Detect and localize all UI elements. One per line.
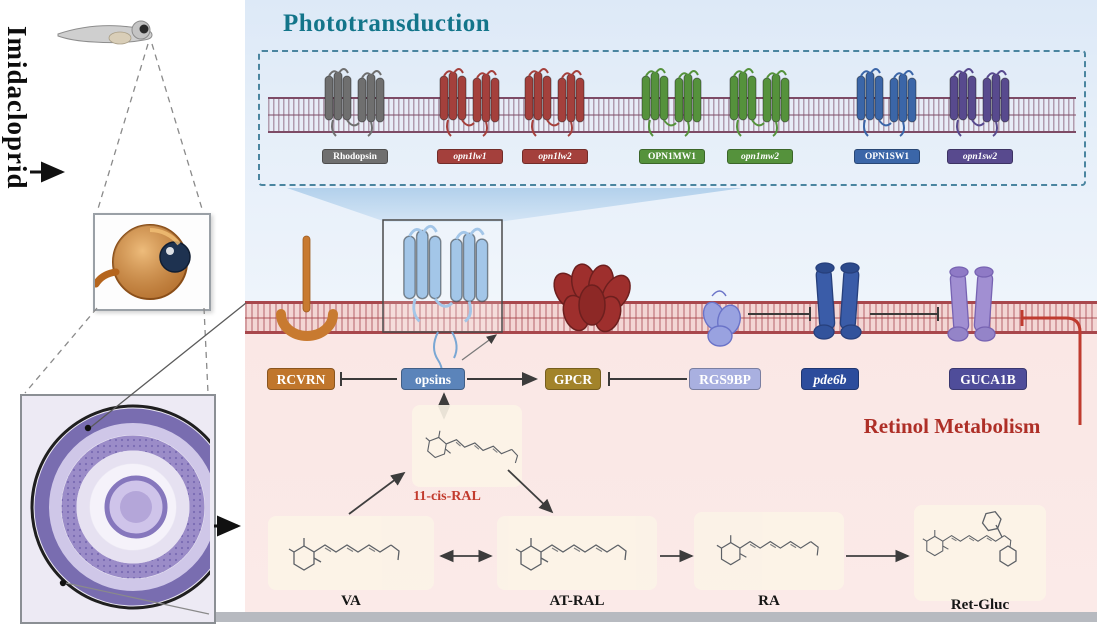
opsin-family-membrane <box>268 97 1076 133</box>
opsin-pill-opn1lw2: opn1lw2 <box>522 149 588 164</box>
zebrafish-illustration <box>57 20 153 45</box>
eye-to-histology-zoom-lines <box>24 307 209 394</box>
retinol-metabolism-title: Retinol Metabolism <box>863 414 1041 438</box>
cascade-pill-guca1b: GUCA1B <box>949 368 1027 390</box>
retina-histology-frame <box>20 394 216 624</box>
cascade-pill-rcvrn: RCVRN <box>267 368 335 390</box>
phototransduction-title: Phototransduction <box>283 10 491 37</box>
opsin-pill-opn1lw1: opn1lw1 <box>437 149 503 164</box>
metabolite-label-ra: RA <box>758 593 780 609</box>
cascade-pill-rgs9bp: RGS9BP <box>689 368 761 390</box>
opsin-pill-opn1sw2: opn1sw2 <box>947 149 1013 164</box>
cascade-pill-gpcr: GPCR <box>545 368 601 390</box>
opsin-pill-opn1mw1: OPN1MW1 <box>639 149 705 164</box>
metabolite-label-at-ral: AT-RAL <box>549 593 605 609</box>
cascade-pill-pde6b: pde6b <box>801 368 859 390</box>
bottom-gray-strip <box>208 612 1097 622</box>
compound-label: Imidacloprid <box>2 26 32 190</box>
opsin-family-dashed-box <box>258 50 1086 186</box>
metabolite-label-11-cis-ral: 11-cis-RAL <box>413 489 481 504</box>
opsin-pill-rhodopsin: Rhodopsin <box>322 149 388 164</box>
fish-to-eye-zoom-lines <box>96 43 204 213</box>
metabolite-label-ret-gluc: Ret-Gluc <box>950 597 1010 613</box>
cascade-pill-opsins: opsins <box>401 368 465 390</box>
metabolite-label-va: VA <box>341 593 361 609</box>
eye-illustration-frame <box>93 213 211 311</box>
opsin-pill-opn1sw1: OPN1SW1 <box>854 149 920 164</box>
photoreceptor-membrane <box>245 301 1097 334</box>
opsin-pill-opn1mw2: opn1mw2 <box>727 149 793 164</box>
